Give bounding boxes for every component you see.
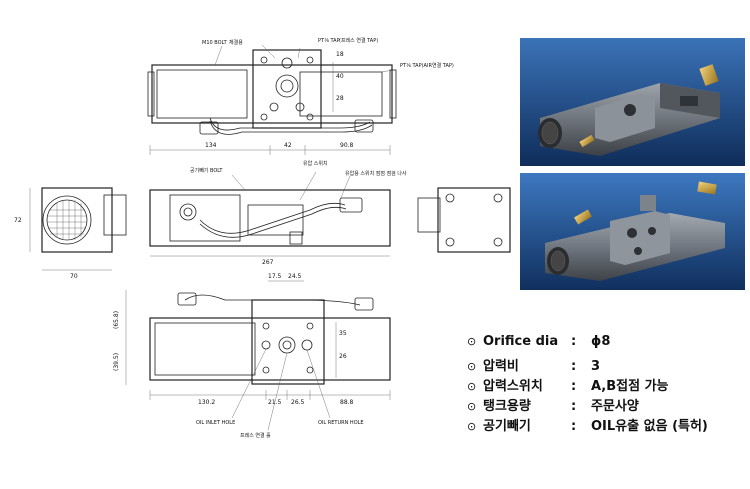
spec-colon: : [571,359,577,374]
label-hyd-switch-note: 유압용 스위치 점점 점검 나사 [345,170,407,177]
dim-26-5: 26.5 [291,399,305,406]
spec-colon: : [571,379,577,394]
dim-26: 26 [339,353,347,360]
spec-value: 주문사양 [591,399,639,414]
dim-70: 70 [70,273,78,280]
label-air-vent-bolt: 공기빼기 BOLT [190,167,223,174]
dim-35: 35 [339,330,347,337]
spec-value: A,B접점 가능 [591,379,669,394]
dim-39-5: (39.5) [113,353,120,371]
dim-17-5: 17.5 [268,273,282,280]
label-m10-bolt-note: 체결용 [229,39,243,46]
dim-42: 42 [284,142,292,149]
label-pt-tap-press-note: (프레스 연결 TAP) [339,37,378,44]
dim-18: 18 [336,51,344,58]
top-view: 134 42 90.8 40 28 18 M10 BOLT 체결용 PT⅛ TA… [147,37,454,155]
spec-colon: : [571,419,577,434]
spec-row: ⊙ Orifice dia: ϕ8 [467,334,610,349]
dim-88-8: 88.8 [340,399,354,406]
booster-photo-front [520,38,745,166]
spec-colon: : [571,399,577,414]
dim-72: 72 [14,217,22,224]
spec-row: ⊙ 탱크용량: 주문사양 [467,395,639,414]
label-oil-return-hole: OIL RETURN HOLE [318,420,364,426]
label-press-connect: 프레스 연결 홀 [240,432,271,439]
label-pt-tap-air: PT⅛ TAP(AIR [400,63,432,69]
label-pt-tap-air-note: 연결 TAP) [432,62,454,69]
dim-40: 40 [336,73,344,80]
label-oil-inlet-hole: OIL INLET HOLE [196,420,235,426]
spec-row: ⊙ 압력스위치: A,B접점 가능 [467,375,669,394]
spec-value: ϕ8 [591,334,611,349]
spec-key: 탱크용량 [483,399,531,414]
dim-267: 267 [262,259,274,266]
booster-photo-rear [520,173,745,290]
label-pressure-switch: 유압 스위치 [303,160,328,167]
bullet-icon: ⊙ [467,360,477,373]
spec-key: Orifice dia [483,334,559,349]
bottom-view: 17.5 24.5 (65.8) (39.5) 35 26 130.2 21.5… [113,273,391,439]
label-pt-tap-press: PT⅛ TAP [318,38,340,44]
bullet-icon: ⊙ [467,335,477,348]
spec-colon: : [571,334,577,349]
bullet-icon: ⊙ [467,400,477,413]
spec-row: ⊙ 압력비:3 [467,355,600,374]
side-view: 72 70 267 공기빼기 BOLT 유압 스위치 유압용 스위치 점점 점검… [14,160,511,280]
dim-28: 28 [336,95,344,102]
dim-65-8: (65.8) [113,311,120,329]
spec-value: OIL유출 없음 (특허) [591,419,708,434]
spec-key: 압력비 [483,359,519,374]
spec-key: 압력스위치 [483,379,543,394]
dim-90-8: 90.8 [340,142,354,149]
dim-134: 134 [205,142,217,149]
bullet-icon: ⊙ [467,420,477,433]
spec-row: ⊙ 공기빼기: OIL유출 없음 (특허) [467,415,708,434]
spec-key: 공기빼기 [483,419,531,434]
bullet-icon: ⊙ [467,380,477,393]
label-m10-bolt: M10 BOLT [202,40,228,46]
dim-24-5: 24.5 [288,273,302,280]
spec-value: 3 [591,359,601,374]
dim-130-2: 130.2 [198,399,215,406]
